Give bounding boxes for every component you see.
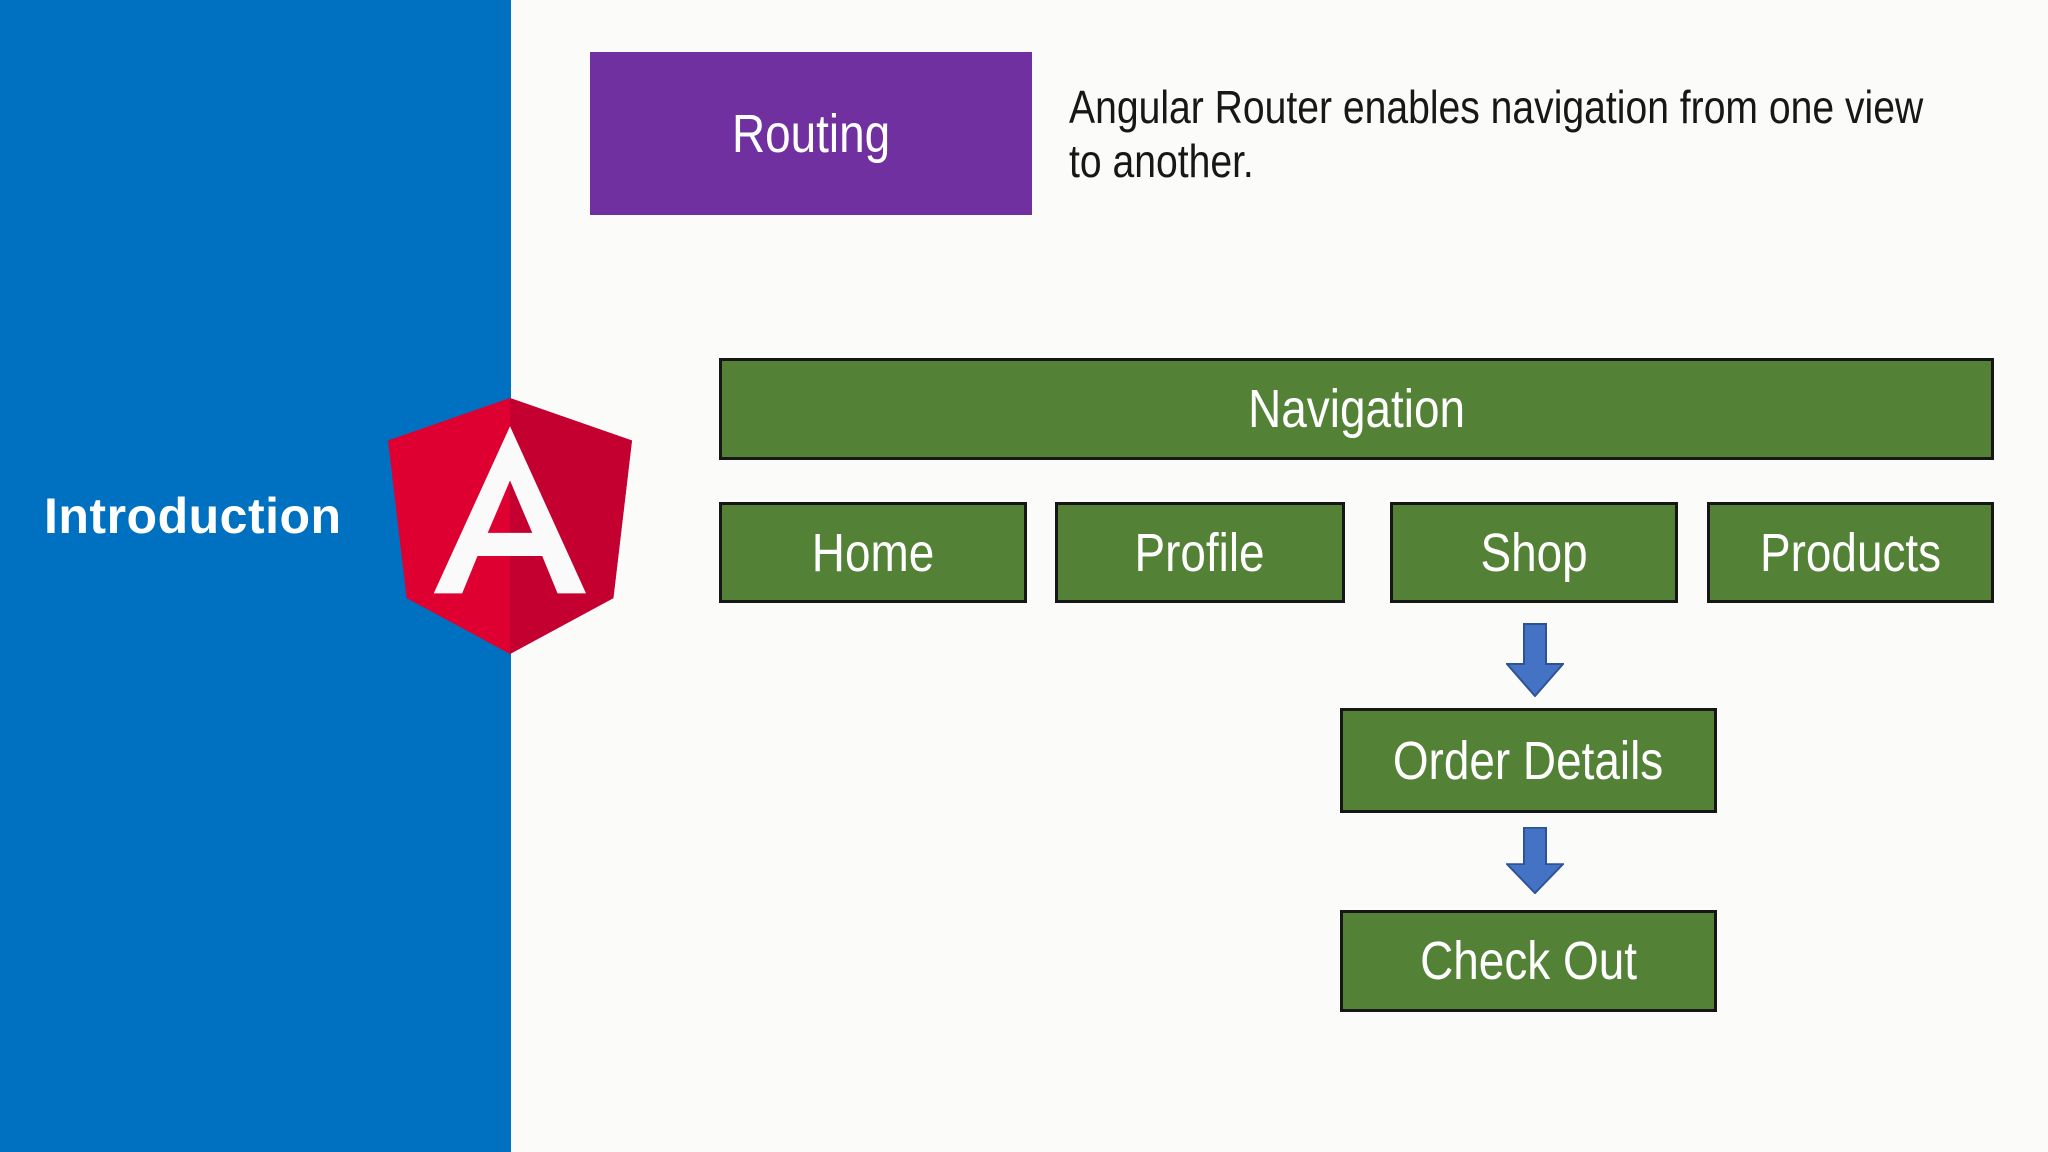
down-arrow-icon	[1506, 827, 1564, 894]
diagram-node-profile: Profile	[1055, 502, 1345, 603]
routing-topic-box: Routing	[590, 52, 1032, 215]
shield-right-half	[510, 398, 632, 654]
slide-title: Introduction	[44, 488, 342, 544]
diagram-node-products-label: Products	[1759, 522, 1942, 583]
diagram-node-navigation: Navigation	[719, 358, 1994, 460]
diagram-node-home: Home	[719, 502, 1027, 603]
diagram-node-profile-label: Profile	[1134, 522, 1266, 583]
diagram-node-home-label: Home	[811, 522, 935, 583]
letter-a-glyph	[433, 426, 587, 594]
diagram-node-shop-label: Shop	[1480, 522, 1588, 583]
diagram-node-navigation-label: Navigation	[1248, 379, 1465, 439]
down-arrow-shape	[1506, 623, 1564, 697]
routing-description: Angular Router enables navigation from o…	[1069, 81, 1924, 187]
angular-logo-icon	[388, 398, 632, 654]
routing-topic-label: Routing	[731, 103, 891, 164]
down-arrow-icon	[1506, 623, 1564, 697]
diagram-node-order-details: Order Details	[1340, 708, 1717, 813]
diagram-node-order-details-label: Order Details	[1393, 730, 1664, 791]
diagram-node-check-out-label: Check Out	[1420, 931, 1637, 991]
diagram-node-products: Products	[1707, 502, 1994, 603]
down-arrow-shape	[1506, 827, 1564, 894]
diagram-node-check-out: Check Out	[1340, 910, 1717, 1012]
diagram-node-shop: Shop	[1390, 502, 1678, 603]
